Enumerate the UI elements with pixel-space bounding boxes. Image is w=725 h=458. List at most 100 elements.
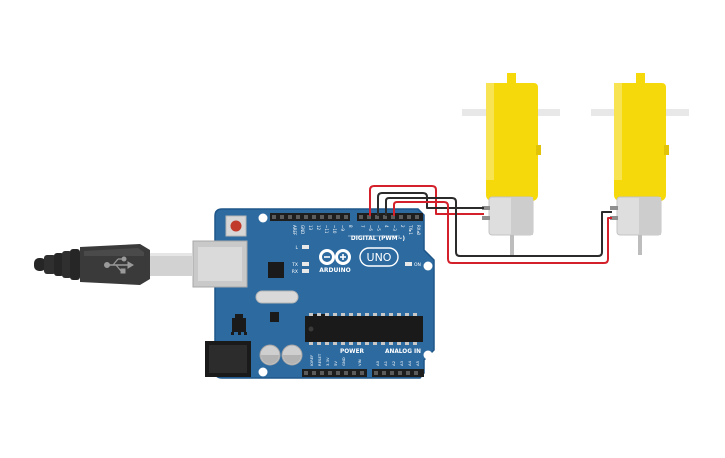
chip-pin bbox=[309, 313, 313, 316]
header-pin-hole[interactable] bbox=[382, 371, 386, 375]
wire-red-motor1[interactable] bbox=[369, 185, 484, 216]
voltage-regulator bbox=[231, 314, 247, 335]
pin-label-a0: A0 bbox=[375, 360, 380, 366]
chip-pin bbox=[341, 342, 345, 345]
wire-red-motor2[interactable] bbox=[393, 201, 612, 264]
digital-header-label: DIGITAL (PWM~) bbox=[351, 236, 406, 242]
analog-header-label: ANALOG IN bbox=[385, 349, 421, 355]
chip-pin bbox=[381, 313, 385, 316]
chip-pin bbox=[333, 313, 337, 316]
chip-pin bbox=[373, 342, 377, 345]
pin-label-vin: VIN bbox=[357, 359, 362, 366]
chip-pin bbox=[405, 342, 409, 345]
power-jack bbox=[205, 341, 251, 377]
dc-motor-1[interactable] bbox=[462, 73, 560, 255]
header-pin-hole[interactable] bbox=[399, 215, 403, 219]
header-pin-hole[interactable] bbox=[344, 371, 348, 375]
wire-black-motor1[interactable] bbox=[377, 192, 484, 216]
pin-label-0: RX◂0 bbox=[416, 225, 421, 236]
analog-pin-header[interactable] bbox=[372, 369, 424, 377]
header-pin-hole[interactable] bbox=[280, 215, 284, 219]
usb-cable[interactable] bbox=[34, 244, 192, 285]
chip-pin bbox=[413, 342, 417, 345]
power-pin-header[interactable] bbox=[302, 369, 367, 377]
chip-pin bbox=[341, 313, 345, 316]
header-pin-hole[interactable] bbox=[414, 371, 418, 375]
header-pin-hole[interactable] bbox=[296, 215, 300, 219]
header-pin-hole[interactable] bbox=[288, 215, 292, 219]
header-pin-hole[interactable] bbox=[272, 215, 276, 219]
pin-label-6: ~6 bbox=[368, 225, 373, 231]
chip-pin bbox=[349, 313, 353, 316]
header-pin-hole[interactable] bbox=[312, 371, 316, 375]
pin-label-10: ~10 bbox=[332, 225, 337, 234]
pin-label-reset: RESET bbox=[317, 353, 322, 366]
led-label-on: ON bbox=[414, 262, 421, 268]
header-pin-hole[interactable] bbox=[328, 371, 332, 375]
usb-controller-chip bbox=[268, 262, 284, 278]
header-pin-hole[interactable] bbox=[406, 371, 410, 375]
pin-label-11: ~11 bbox=[324, 225, 329, 234]
header-pin-hole[interactable] bbox=[328, 215, 332, 219]
pin-label-4: 4 bbox=[384, 225, 389, 228]
pin-label-a5: A5 bbox=[415, 360, 420, 366]
header-pin-hole[interactable] bbox=[344, 215, 348, 219]
crystal-oscillator bbox=[255, 290, 299, 304]
chip-pin bbox=[325, 342, 329, 345]
pin-label-5v: 5V bbox=[333, 361, 338, 366]
header-pin-hole[interactable] bbox=[375, 215, 379, 219]
header-pin-hole[interactable] bbox=[304, 215, 308, 219]
header-pin-hole[interactable] bbox=[359, 215, 363, 219]
chip-pin bbox=[349, 342, 353, 345]
chip-pin bbox=[309, 342, 313, 345]
chip-pin bbox=[317, 342, 321, 345]
chip-pin bbox=[397, 342, 401, 345]
atmega-microcontroller bbox=[305, 313, 423, 345]
pin-label-12: 12 bbox=[316, 225, 321, 231]
header-pin-hole[interactable] bbox=[312, 215, 316, 219]
header-pin-hole[interactable] bbox=[407, 215, 411, 219]
logo-text: ARDUINO bbox=[319, 267, 350, 274]
arduino-uno-board[interactable]: L TX RX ON ARDUINO UNO bbox=[192, 208, 435, 379]
chip-pin bbox=[325, 313, 329, 316]
pin-label-a1: A1 bbox=[383, 360, 388, 366]
header-pin-hole[interactable] bbox=[374, 371, 378, 375]
chip-pin bbox=[397, 313, 401, 316]
header-pin-hole[interactable] bbox=[336, 215, 340, 219]
header-pin-hole[interactable] bbox=[352, 371, 356, 375]
svg-text:UNO: UNO bbox=[367, 251, 392, 264]
chip-pin bbox=[413, 313, 417, 316]
power-header-label: POWER bbox=[340, 349, 365, 355]
pin-label-3: ~3 bbox=[392, 225, 397, 231]
chip-pin bbox=[405, 313, 409, 316]
digital-pin-header[interactable] bbox=[270, 213, 423, 221]
header-pin-hole[interactable] bbox=[320, 371, 324, 375]
reset-button[interactable] bbox=[225, 215, 247, 237]
led-label-l: L bbox=[295, 245, 298, 251]
pin-label-a2: A2 bbox=[391, 360, 396, 366]
header-pin-hole[interactable] bbox=[367, 215, 371, 219]
header-pin-hole[interactable] bbox=[360, 371, 364, 375]
dc-motor-2[interactable] bbox=[591, 73, 689, 255]
header-pin-hole[interactable] bbox=[320, 215, 324, 219]
header-pin-hole[interactable] bbox=[391, 215, 395, 219]
header-pin-hole[interactable] bbox=[415, 215, 419, 219]
header-pin-hole[interactable] bbox=[383, 215, 387, 219]
header-pin-hole[interactable] bbox=[336, 371, 340, 375]
wire-black-motor2[interactable] bbox=[385, 197, 612, 257]
header-pin-hole[interactable] bbox=[398, 371, 402, 375]
chip-pin bbox=[389, 342, 393, 345]
chip-pin bbox=[357, 313, 361, 316]
header-pin-hole[interactable] bbox=[304, 371, 308, 375]
led-label-tx: TX bbox=[291, 262, 298, 268]
chip-pin bbox=[365, 342, 369, 345]
header-pin-hole[interactable] bbox=[390, 371, 394, 375]
chip-pin bbox=[333, 342, 337, 345]
chip-pin bbox=[357, 342, 361, 345]
capacitor bbox=[281, 344, 303, 366]
pin-label-13: 13 bbox=[308, 225, 313, 231]
pin-label-aref: AREF bbox=[292, 225, 297, 236]
pin-label-a4: A4 bbox=[407, 360, 412, 366]
capacitor bbox=[259, 344, 281, 366]
